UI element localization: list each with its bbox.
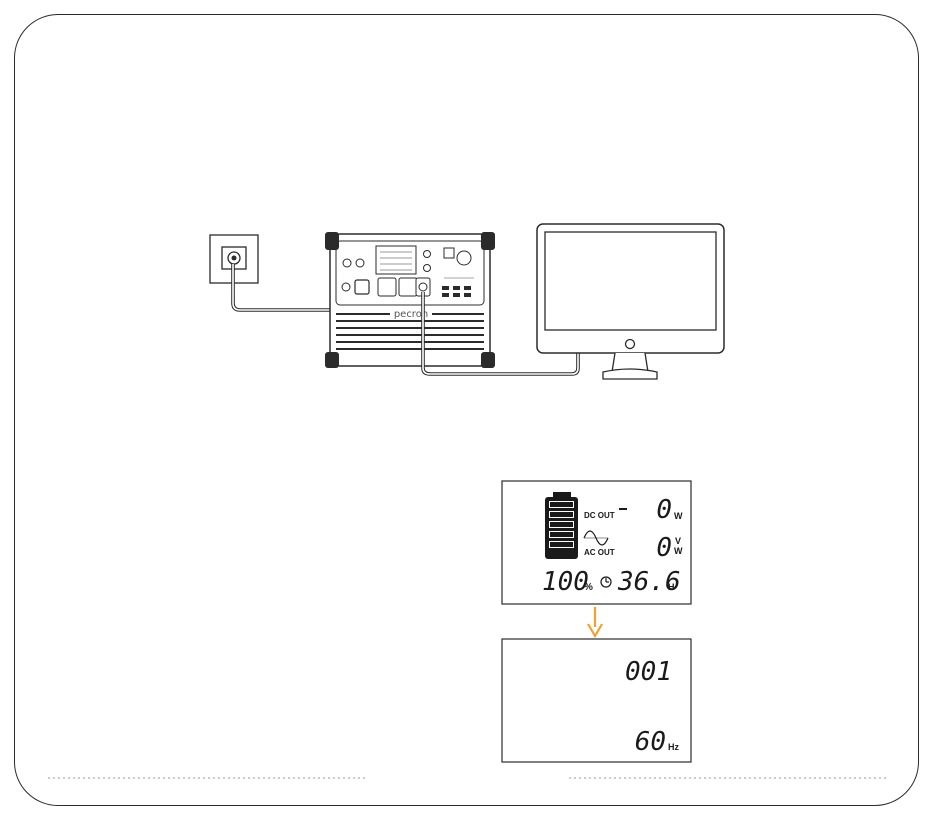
dc-output-watts: 0 bbox=[656, 495, 672, 525]
power-station: pecron bbox=[325, 232, 495, 368]
frequency-unit: Hz bbox=[668, 742, 679, 752]
ac-unit-w: W bbox=[674, 546, 683, 556]
ac-out-label: AC OUT bbox=[584, 548, 615, 557]
battery-percent: 100 bbox=[542, 567, 589, 597]
percent-sign: % bbox=[584, 582, 593, 593]
lcd-settings-panel: 001 60 Hz bbox=[502, 639, 691, 762]
lcd-main-panel: DC OUT AC OUT 0 W 0 V W 100 % 36.6 H bbox=[502, 481, 691, 604]
ac-unit-v: V bbox=[675, 536, 681, 546]
down-arrow-icon bbox=[588, 607, 602, 636]
settings-code: 001 bbox=[625, 657, 672, 687]
hours-unit: H bbox=[668, 582, 675, 592]
battery-icon bbox=[545, 492, 578, 559]
monitor bbox=[537, 224, 724, 379]
output-frequency: 60 bbox=[635, 727, 666, 757]
ac-output-value: 0 bbox=[656, 533, 672, 563]
dc-unit: W bbox=[674, 511, 683, 521]
dc-out-label: DC OUT bbox=[584, 511, 615, 520]
